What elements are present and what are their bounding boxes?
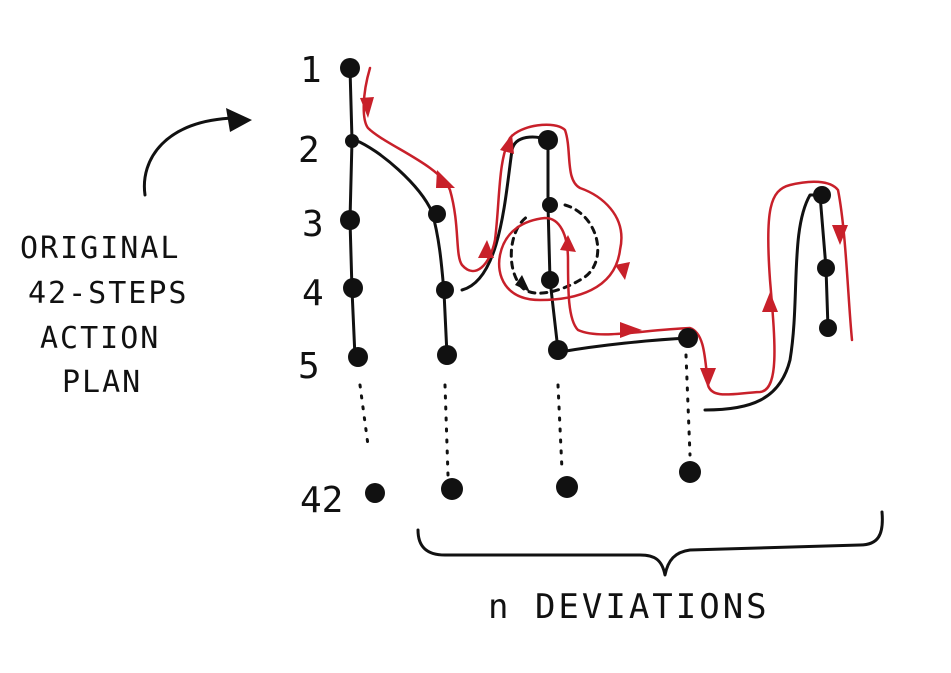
step-numbers: 1 2 3 4 5 42 bbox=[298, 50, 343, 521]
step-number-42: 42 bbox=[300, 480, 343, 521]
curved-arrow-icon bbox=[142, 108, 252, 197]
deviations-label: n DEVIATIONS bbox=[488, 587, 770, 627]
loop-arrow-icon bbox=[515, 275, 530, 292]
step-dot bbox=[345, 134, 359, 148]
step-number-4: 4 bbox=[302, 273, 324, 314]
step-dot bbox=[436, 281, 454, 299]
label-line-1: ORIGINAL bbox=[20, 231, 181, 266]
step-number-3: 3 bbox=[302, 204, 324, 245]
label-line-2: 42-STEPS bbox=[28, 276, 189, 311]
step-dot bbox=[541, 271, 559, 289]
step-dot bbox=[437, 345, 457, 365]
step-dot bbox=[428, 205, 446, 223]
step-dot bbox=[542, 197, 558, 213]
step-dot bbox=[441, 478, 463, 500]
step-number-2: 2 bbox=[298, 130, 320, 171]
step-dot bbox=[678, 328, 698, 348]
step-number-1: 1 bbox=[300, 50, 322, 91]
step-dot bbox=[340, 58, 360, 78]
step-dot bbox=[538, 130, 558, 150]
step-dot bbox=[365, 483, 385, 503]
step-dot bbox=[548, 340, 568, 360]
step-dot bbox=[340, 210, 360, 230]
original-plan-label: ORIGINAL 42-STEPS ACTION PLAN bbox=[20, 231, 189, 400]
plan-lines bbox=[348, 66, 830, 477]
step-dot bbox=[819, 319, 837, 337]
deviation-path bbox=[360, 66, 854, 396]
step-dot bbox=[813, 186, 831, 204]
step-dots bbox=[340, 58, 837, 503]
step-dot bbox=[348, 347, 368, 367]
label-line-4: PLAN bbox=[62, 365, 142, 400]
label-line-3: ACTION bbox=[40, 321, 160, 356]
step-dot bbox=[817, 259, 835, 277]
step-dot bbox=[556, 476, 578, 498]
brace-icon bbox=[416, 510, 884, 577]
step-number-5: 5 bbox=[298, 346, 320, 387]
step-dot bbox=[343, 278, 363, 298]
step-dot bbox=[679, 461, 701, 483]
